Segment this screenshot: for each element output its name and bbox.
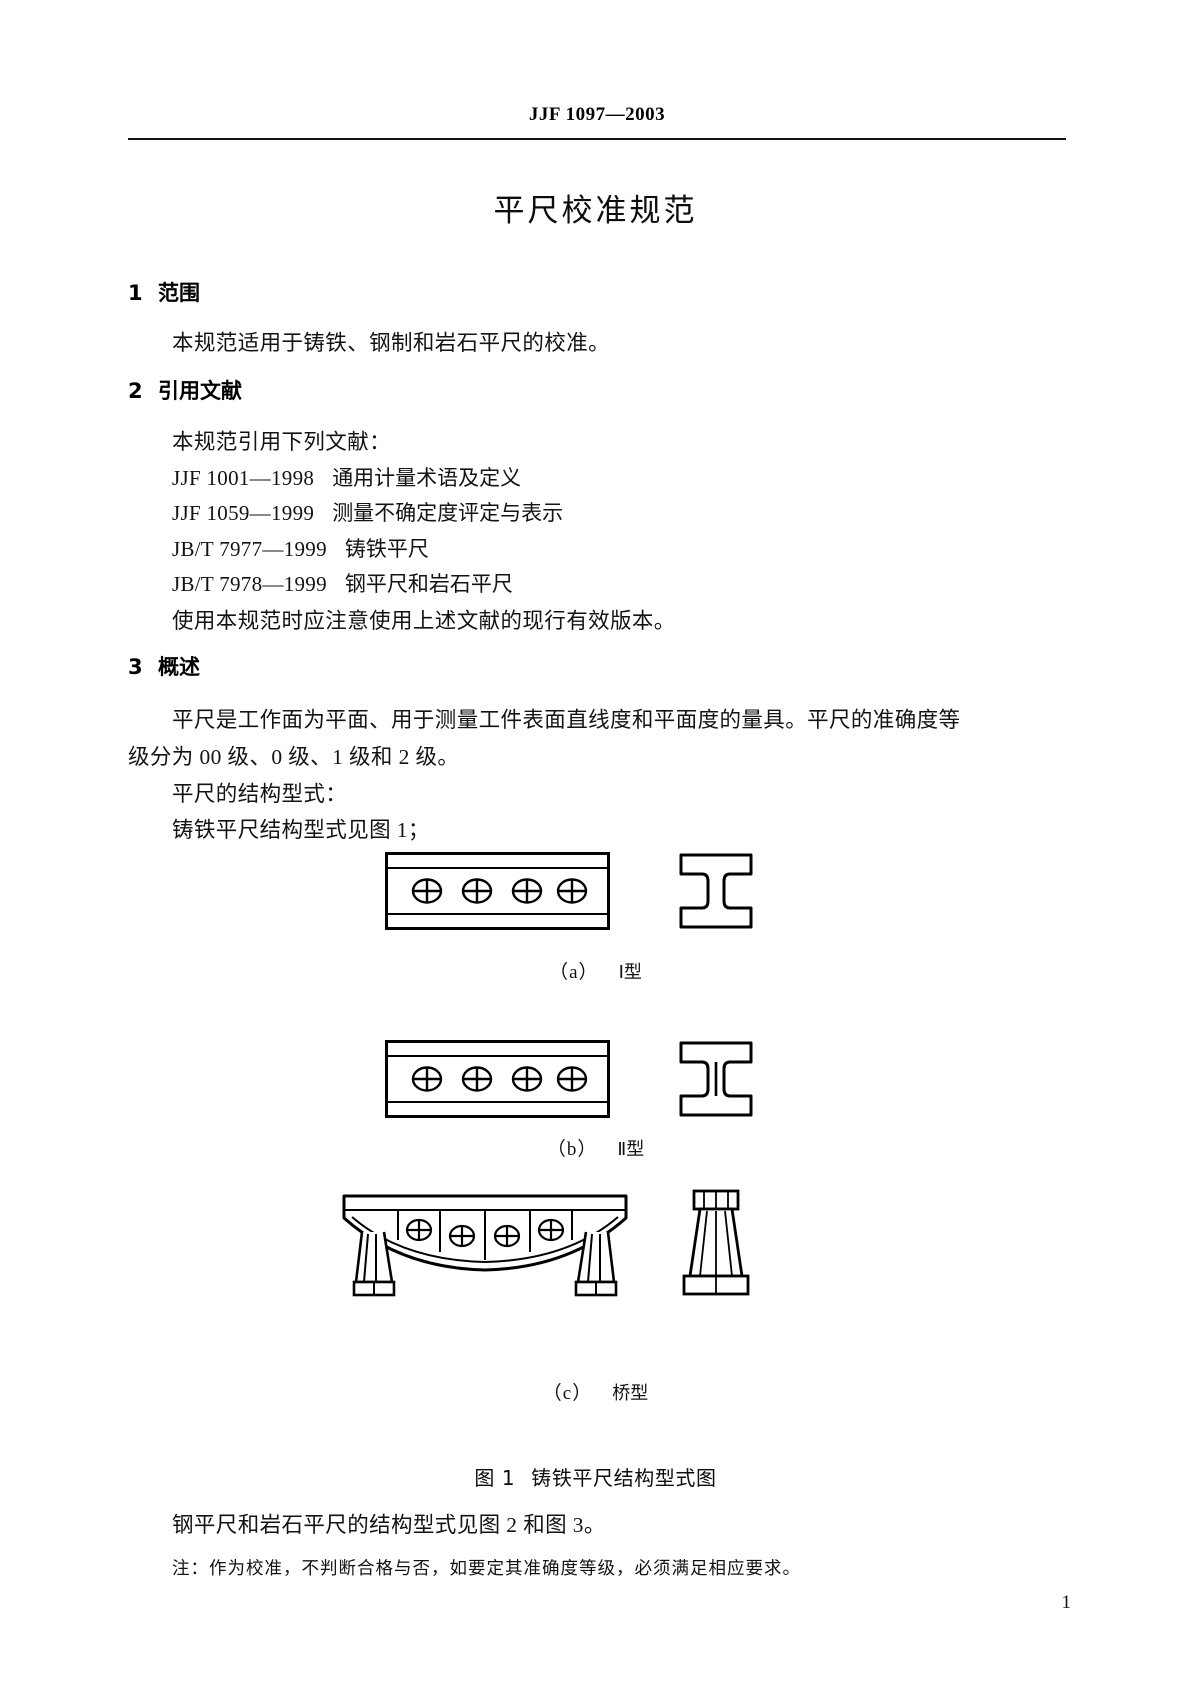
section-3-castiron-line: 铸铁平尺结构型式见图 1； xyxy=(172,818,430,842)
reference-item: JJF 1001—1998 通用计量术语及定义 xyxy=(172,462,521,492)
standard-code: JJF 1097—2003 xyxy=(528,104,666,125)
section-number-1: 1 xyxy=(128,281,143,305)
section-3-structure-line: 平尺的结构型式： xyxy=(172,782,348,806)
section-title-1: 范围 xyxy=(158,281,200,305)
figure-1c-name: 桥型 xyxy=(612,1383,649,1404)
reference-title: 铸铁平尺 xyxy=(344,537,429,561)
figure-1a-side-view xyxy=(385,852,610,930)
reference-item: JJF 1059—1999 测量不确定度评定与表示 xyxy=(172,497,563,527)
header-divider xyxy=(128,138,1066,140)
reference-code: JB/T 7978—1999 xyxy=(172,572,327,596)
figure-1c-subcaption: （c） 桥型 xyxy=(0,1378,1191,1405)
reference-title: 通用计量术语及定义 xyxy=(332,466,522,490)
figure-1b-side-view xyxy=(385,1040,610,1118)
figure-1a-cross-section xyxy=(678,852,754,930)
section-2-closing: 使用本规范时应注意使用上述文献的现行有效版本。 xyxy=(172,609,676,633)
section-3-paragraph-line1: 平尺是工作面为平面、用于测量工件表面直线度和平面度的量具。平尺的准确度等 xyxy=(172,708,961,732)
reference-title: 测量不确定度评定与表示 xyxy=(332,501,564,525)
figure-1-title: 铸铁平尺结构型式图 xyxy=(531,1466,717,1490)
figure-1b-subcaption: （b） Ⅱ型 xyxy=(0,1134,1191,1161)
after-figure-paragraph: 钢平尺和岩石平尺的结构型式见图 2 和图 3。 xyxy=(172,1513,606,1537)
section-2-intro: 本规范引用下列文献： xyxy=(172,430,392,454)
figure-1c-cross-section xyxy=(680,1188,752,1300)
figure-1a-name: Ⅰ型 xyxy=(618,962,642,983)
reference-code: JJF 1001—1998 xyxy=(172,466,315,490)
section-title-3: 概述 xyxy=(158,655,200,679)
figure-1b-cross-section xyxy=(678,1040,754,1118)
section-title-2: 引用文献 xyxy=(158,379,242,403)
section-1-paragraph: 本规范适用于铸铁、钢制和岩石平尺的校准。 xyxy=(172,331,611,355)
section-number-2: 2 xyxy=(128,379,143,403)
figure-1c-tag: （c） xyxy=(542,1383,593,1404)
figure-1a-subcaption: （a） Ⅰ型 xyxy=(0,957,1191,984)
section-number-3: 3 xyxy=(128,655,143,679)
reference-title: 钢平尺和岩石平尺 xyxy=(344,572,513,596)
running-header: JJF 1097—2003 xyxy=(128,104,1066,126)
page-number: 1 xyxy=(1061,1592,1072,1613)
figure-1a-tag: （a） xyxy=(549,962,599,983)
figure-1-number: 图 1 xyxy=(474,1466,516,1490)
figure-1c-side-view xyxy=(340,1190,630,1300)
page-title: 平尺校准规范 xyxy=(493,193,698,229)
reference-item: JB/T 7978—1999 钢平尺和岩石平尺 xyxy=(172,568,513,598)
figure-1-caption: 图 1 铸铁平尺结构型式图 xyxy=(0,1462,1191,1491)
reference-code: JB/T 7977—1999 xyxy=(172,537,327,561)
section-heading-3: 3 概述 xyxy=(128,651,200,681)
section-3-paragraph-line2: 级分为 00 级、0 级、1 级和 2 级。 xyxy=(128,745,460,769)
note-line: 注：作为校准，不判断合格与否，如要定其准确度等级，必须满足相应要求。 xyxy=(172,1559,801,1579)
figure-1b-name: Ⅱ型 xyxy=(617,1139,645,1160)
section-heading-2: 2 引用文献 xyxy=(128,375,242,405)
reference-code: JJF 1059—1999 xyxy=(172,501,315,525)
reference-item: JB/T 7977—1999 铸铁平尺 xyxy=(172,533,429,563)
section-heading-1: 1 范围 xyxy=(128,277,200,307)
figure-1b-tag: （b） xyxy=(546,1139,598,1160)
